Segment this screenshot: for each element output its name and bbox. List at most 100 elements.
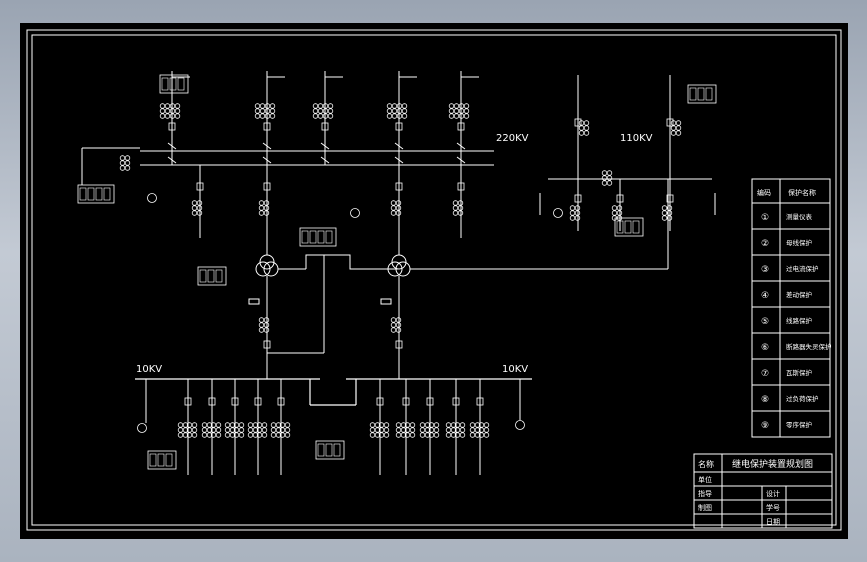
current-transformer [433, 422, 440, 428]
legend-symbol: ⑧ [761, 395, 769, 405]
feeder-220kv-3 [312, 71, 343, 165]
current-transformer [229, 432, 236, 438]
feeder-220kv-4 [386, 71, 417, 165]
current-transformer [452, 210, 459, 216]
current-transformer [317, 108, 324, 114]
schematic-line [320, 142, 330, 150]
title-advisor-label: 指导 [698, 489, 712, 498]
current-transformer [177, 432, 184, 438]
current-transformer [459, 427, 466, 433]
current-transformer [284, 422, 291, 428]
current-transformer [317, 113, 324, 119]
current-transformer [174, 113, 181, 119]
current-transformer [177, 422, 184, 428]
main-transformers [255, 165, 669, 379]
current-transformer [574, 215, 581, 221]
bus-10kv-left-label: 10KV [136, 364, 162, 375]
relay-unit [624, 220, 632, 234]
current-transformer [383, 432, 390, 438]
current-transformer [463, 108, 470, 114]
current-transformer [409, 432, 416, 438]
current-transformer [182, 432, 189, 438]
current-transformer [583, 120, 590, 126]
breaker [574, 194, 582, 203]
legend-protection-name: 母线保护 [786, 238, 812, 247]
feeder-10kv-6 [369, 379, 390, 475]
breaker [666, 118, 674, 127]
current-transformer [252, 432, 259, 438]
breaker [231, 397, 239, 406]
drawing-title: 继电保护装置规划图 [732, 458, 813, 470]
breaker [395, 122, 403, 131]
current-transformer [611, 205, 618, 211]
current-transformer [606, 170, 613, 176]
feeder-10kv-10 [469, 379, 490, 475]
feeder-220kv-lower-4 [452, 165, 465, 238]
feeder-bays [77, 71, 717, 475]
current-transformer [264, 108, 271, 114]
current-transformer [238, 432, 245, 438]
feeder-220kv-5 [448, 71, 479, 165]
title-name-label: 名称 [698, 459, 714, 469]
meter-symbol [137, 423, 147, 433]
current-transformer [238, 422, 245, 428]
legend-protection-name: 瓦斯保护 [786, 368, 812, 377]
current-transformer [261, 422, 268, 428]
current-transformer [483, 422, 490, 428]
current-transformer [201, 432, 208, 438]
current-transformer [578, 130, 585, 136]
current-transformer [224, 427, 231, 433]
breaker [208, 397, 216, 406]
current-transformer [409, 422, 416, 428]
current-transformer [578, 120, 585, 126]
current-transformer [469, 432, 476, 438]
bus-220kv-label: 220KV [496, 133, 529, 144]
current-transformer [386, 113, 393, 119]
feeder-10kv-1 [177, 379, 198, 475]
current-transformer [174, 103, 181, 109]
breaker [254, 397, 262, 406]
current-transformer [469, 422, 476, 428]
current-transformer [391, 103, 398, 109]
relay-unit [705, 87, 713, 101]
current-transformer [119, 165, 126, 171]
current-transformer [191, 422, 198, 428]
title-unit-label: 单位 [698, 475, 712, 484]
current-transformer [254, 113, 261, 119]
current-transformer [445, 432, 452, 438]
legend-header-code: 编码 [757, 188, 771, 197]
current-transformer [327, 108, 334, 114]
legend-header-name: 保护名称 [788, 188, 816, 197]
current-transformer [191, 210, 198, 216]
breaker [376, 397, 384, 406]
current-transformer [284, 432, 291, 438]
breaker [616, 194, 624, 203]
current-transformer [433, 427, 440, 433]
legend-symbol: ⑤ [761, 317, 769, 327]
current-transformer [264, 103, 271, 109]
feeder-10kv-4 [247, 379, 268, 475]
current-transformer [275, 432, 282, 438]
relay-unit [215, 269, 223, 283]
current-transformer [578, 125, 585, 131]
current-transformer [661, 205, 668, 211]
schematic-line [320, 156, 330, 164]
current-transformer [327, 113, 334, 119]
relay-panel [315, 440, 345, 460]
relay-panel [197, 266, 227, 286]
relay-unit [157, 453, 165, 467]
current-transformer [258, 200, 265, 206]
current-transformer [670, 120, 677, 126]
current-transformer [312, 103, 319, 109]
bus-220kv [140, 150, 494, 166]
current-transformer [270, 422, 277, 428]
relay-unit [87, 187, 95, 201]
feeder-220kv-lower-3 [390, 165, 403, 238]
current-transformer [390, 205, 397, 211]
current-transformer [317, 103, 324, 109]
relay-unit [616, 220, 624, 234]
current-transformer [256, 432, 263, 438]
current-transformer [469, 427, 476, 433]
current-transformer [601, 170, 608, 176]
